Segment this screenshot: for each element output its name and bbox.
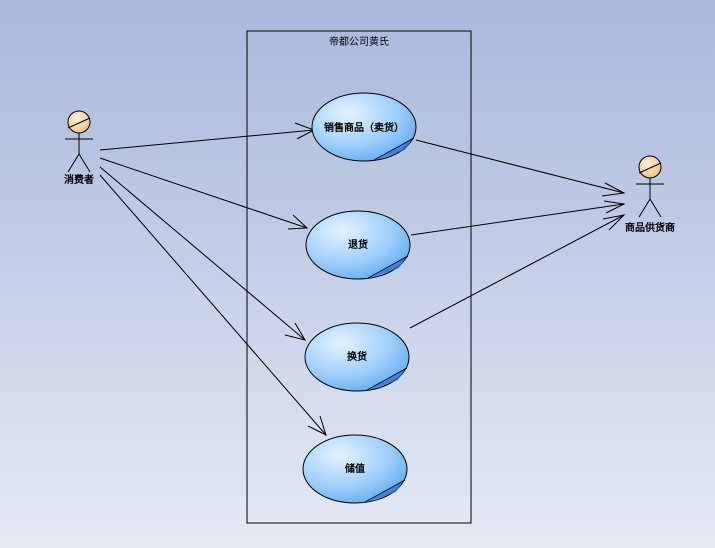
- system-boundary[interactable]: 帝都公司黄氏: [246, 30, 472, 524]
- system-title: 帝都公司黄氏: [329, 35, 389, 48]
- association-sell-supplier[interactable]: [415, 139, 625, 194]
- use-case-exchange-label: 换货: [347, 350, 367, 363]
- use-case-return-label: 退货: [348, 238, 368, 251]
- use-case-deposit[interactable]: 储值: [302, 434, 408, 504]
- use-case-sell-label: 销售商品（卖货）: [324, 121, 404, 134]
- association-return-supplier[interactable]: [410, 203, 625, 236]
- arrowhead-icon: [602, 214, 626, 231]
- use-case-sell[interactable]: 销售商品（卖货）: [311, 92, 417, 162]
- association-exchange-supplier[interactable]: [409, 214, 625, 329]
- association-consumer-sell[interactable]: [99, 129, 315, 151]
- actor-supplier-label: 商品供货商: [625, 221, 675, 234]
- arrowhead-icon: [287, 214, 309, 230]
- associations: [99, 122, 626, 436]
- use-case-exchange[interactable]: 换货: [304, 322, 410, 392]
- association-consumer-deposit[interactable]: [99, 174, 327, 436]
- arrowhead-icon: [307, 415, 327, 436]
- actor-supplier[interactable]: 商品供货商: [625, 155, 675, 234]
- arrowhead-icon: [601, 182, 626, 197]
- association-consumer-exchange[interactable]: [99, 166, 306, 341]
- use-case-return[interactable]: 退货: [305, 210, 411, 280]
- use-case-deposit-label: 储值: [344, 462, 365, 475]
- actor-consumer[interactable]: 消费者: [64, 110, 94, 186]
- arrowhead-icon: [603, 200, 626, 214]
- stick-figure-icon: [65, 110, 93, 173]
- stick-figure-icon: [636, 155, 664, 218]
- association-consumer-return[interactable]: [99, 157, 308, 229]
- arrowhead-icon: [284, 322, 307, 341]
- actor-consumer-label: 消费者: [64, 173, 94, 186]
